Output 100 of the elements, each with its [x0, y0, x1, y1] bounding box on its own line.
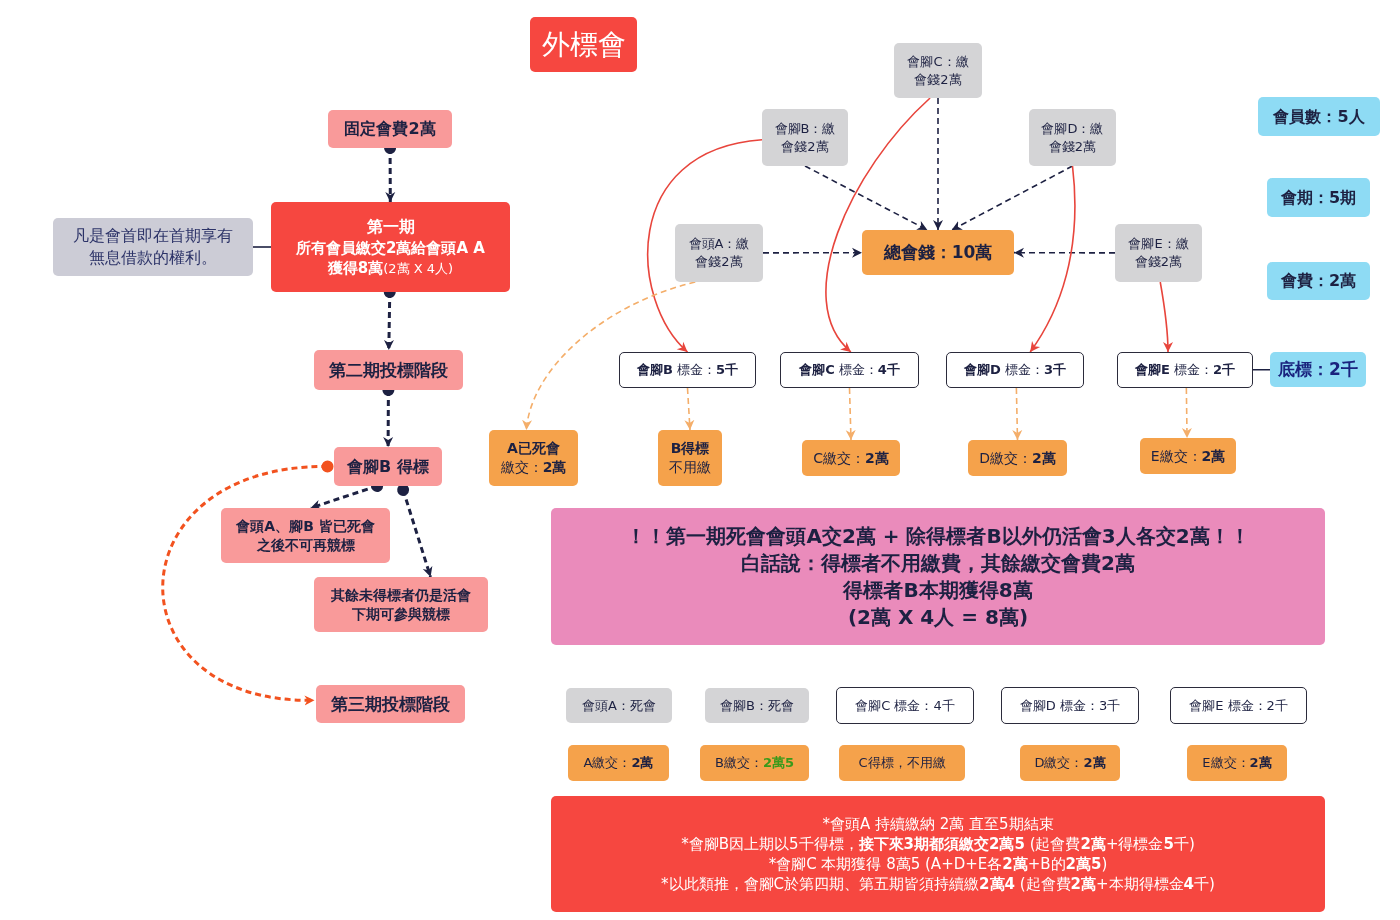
- connector-line: [1252, 368, 1271, 371]
- box-label: A已死會繳交：2萬: [500, 439, 567, 477]
- member-box: [1029, 109, 1116, 166]
- arrow: [762, 247, 863, 258]
- step-box: [221, 508, 390, 563]
- summary-box: [551, 508, 1325, 645]
- info-box: [1267, 262, 1370, 300]
- arrow: [825, 97, 931, 353]
- member-box: [894, 43, 982, 98]
- box-label: 會腳D 標金：3千: [964, 361, 1066, 379]
- payment-box: [839, 745, 965, 781]
- bid-box: [836, 687, 974, 724]
- member-box: [1115, 224, 1202, 282]
- box-label: B繳交：2萬5: [715, 754, 794, 772]
- box-label: D繳交：2萬: [1034, 754, 1106, 772]
- box-label: 會頭A：死會: [582, 696, 656, 715]
- box-label: 會腳B：繳會錢2萬: [773, 119, 837, 156]
- box-label: 會腳B：死會: [720, 696, 794, 715]
- box-label: E繳交：2萬: [1202, 754, 1272, 772]
- box-label: 會費：2萬: [1280, 270, 1357, 292]
- status-box: [705, 688, 809, 723]
- box-label: C繳交：2萬: [813, 448, 889, 468]
- box-label: 得標者B本期獲得8萬: [843, 576, 1033, 604]
- payment-box: [658, 430, 722, 486]
- step-box: [316, 685, 465, 723]
- box-label: 會期：5期: [1280, 186, 1357, 209]
- payment-box: [489, 430, 578, 486]
- box-label: 會腳E 標金：2千: [1134, 361, 1236, 379]
- member-box: [762, 109, 848, 166]
- arrow: [161, 460, 334, 705]
- payment-box: [802, 440, 900, 476]
- box-label: C得標，不用繳: [858, 754, 946, 772]
- box-label: *會腳C 本期獲得 8萬5 (A+D+E各2萬+B的2萬5): [768, 854, 1108, 875]
- info-box: [1258, 97, 1380, 136]
- box-label: (2萬 X 4人 = 8萬): [847, 603, 1029, 631]
- arrow: [1013, 247, 1116, 258]
- box-label: 第一期: [365, 215, 416, 238]
- step-box: [334, 447, 442, 486]
- note-box: [53, 218, 253, 276]
- box-label: 會員數：5人: [1273, 105, 1365, 128]
- arrow: [397, 483, 433, 578]
- box-label: 會頭A：繳會錢2萬: [687, 235, 751, 271]
- arrow: [1159, 281, 1173, 353]
- box-label: 會腳E 標金：2千: [1189, 696, 1288, 715]
- payment-box: [1140, 438, 1236, 474]
- box-label: 會腳D 標金：3千: [1019, 696, 1121, 715]
- box-label: 凡是會首即在首期享有無息借款的權利。: [72, 225, 234, 269]
- bid-box: [946, 352, 1084, 388]
- bid-box: [1001, 687, 1139, 724]
- notes-box: [551, 796, 1325, 912]
- arrow: [933, 97, 943, 231]
- arrow: [523, 281, 697, 431]
- box-label: 第三期投標階段: [331, 692, 450, 716]
- payment-box: [568, 745, 669, 781]
- box-label: 底標：2千: [1278, 358, 1358, 381]
- arrow: [1181, 387, 1192, 439]
- box-label: A繳交：2萬: [583, 754, 654, 772]
- total-box: [862, 230, 1014, 275]
- arrow: [1012, 387, 1023, 441]
- payment-box: [968, 440, 1067, 476]
- status-box: [566, 688, 672, 723]
- box-label: 會頭A、腳B 皆已死會之後不可再競標: [235, 516, 376, 555]
- bid-box: [1170, 687, 1307, 724]
- box-label: 會腳C：繳會錢2萬: [906, 52, 970, 89]
- box-label: 會腳E：繳會錢2萬: [1127, 235, 1190, 271]
- step-box: [314, 350, 463, 390]
- box-label: D繳交：2萬: [979, 448, 1056, 468]
- box-label: ！！第一期死會會頭A交2萬 + 除得標者B以外仍活會3人各交2萬！！: [626, 522, 1250, 550]
- connector-line: [252, 246, 272, 248]
- step-box: [314, 577, 488, 632]
- bid-box: [780, 352, 919, 388]
- box-label: 所有會員繳交2萬給會頭A A獲得8萬(2萬 X 4人): [295, 237, 486, 279]
- bid-box: [1117, 352, 1253, 388]
- box-label: 總會錢：10萬: [883, 241, 993, 264]
- payment-box: [1187, 745, 1287, 781]
- box-label: *會腳B因上期以5千得標，接下來3期都須繳交2萬5 (起會費2萬+得標金5千): [681, 833, 1195, 854]
- arrow: [646, 139, 763, 353]
- box-label: 會腳C 標金：4千: [855, 696, 955, 715]
- box-label: 會腳D：繳會錢2萬: [1040, 119, 1105, 156]
- title-box: [530, 17, 637, 72]
- info-box: [1267, 178, 1370, 217]
- box-label: 第二期投標階段: [329, 358, 448, 382]
- box-label: 白話說：得標者不用繳費，其餘繳交會費2萬: [741, 549, 1135, 577]
- box-label: 會腳C 標金：4千: [799, 361, 900, 379]
- box-label: 會腳B 得標: [347, 455, 429, 478]
- box-label: *以此類推，會腳C於第四期、第五期皆須持續繳2萬4 (起會費2萬+本期得標金4千): [661, 874, 1215, 895]
- step-box: [271, 202, 510, 292]
- bid-box: [619, 352, 756, 388]
- arrow: [804, 165, 929, 231]
- arrow: [684, 387, 695, 431]
- arrow: [950, 165, 1074, 231]
- member-box: [675, 224, 763, 282]
- arrow: [845, 387, 856, 441]
- arrow: [1029, 165, 1076, 353]
- box-label: 其餘未得標者仍是活會下期可參與競標: [330, 585, 472, 624]
- box-label: E繳交：2萬: [1150, 446, 1226, 466]
- box-label: 會腳B 標金：5千: [636, 361, 739, 379]
- box-label: *會頭A 持續繳納 2萬 直至5期結束: [822, 813, 1054, 834]
- box-label: 固定會費2萬: [344, 118, 436, 140]
- payment-box: [1020, 745, 1120, 781]
